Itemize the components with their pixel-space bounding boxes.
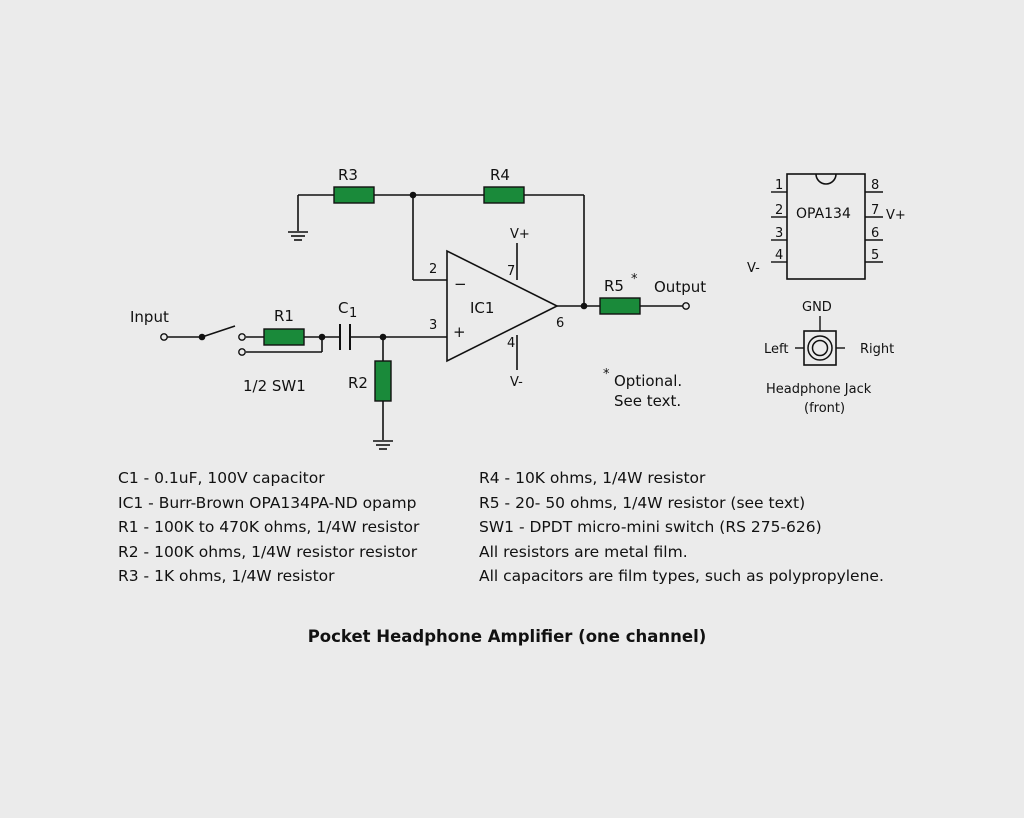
wires xyxy=(167,194,683,440)
plus-sign: + xyxy=(453,323,466,341)
pin3-label: 3 xyxy=(429,318,437,333)
r1-label: R1 xyxy=(274,307,294,325)
parts-list-right: R4 - 10K ohms, 1/4W resistor R5 - 20- 50… xyxy=(479,466,884,589)
chip-pin-5: 5 xyxy=(871,248,879,263)
jack-caption-line2: (front) xyxy=(804,401,845,416)
minus-sign: − xyxy=(454,275,467,293)
resistors xyxy=(263,186,641,402)
parts-list-item: R5 - 20- 50 ohms, 1/4W resistor (see tex… xyxy=(479,493,806,512)
parts-list-item: SW1 - DPDT micro-mini switch (RS 275-626… xyxy=(479,518,822,536)
r3-label: R3 xyxy=(338,166,358,184)
junction-dots xyxy=(198,191,588,341)
jack-right-label: Right xyxy=(860,342,894,357)
c1-label: C xyxy=(338,299,348,317)
parts-list-item: All resistors are metal film. xyxy=(479,542,688,561)
r2-label: R2 xyxy=(348,374,368,392)
parts-list-item: IC1 - Burr-Brown OPA134PA-ND opamp xyxy=(118,493,417,512)
parts-list-item: R4 - 10K ohms, 1/4W resistor xyxy=(479,469,706,487)
chip-pin-6: 6 xyxy=(871,226,879,241)
chip-name: OPA134 xyxy=(796,206,851,222)
chip-pin-2: 2 xyxy=(775,203,783,218)
c1-subscript: 1 xyxy=(349,306,357,321)
diagram-caption: Pocket Headphone Amplifier (one channel) xyxy=(307,627,707,646)
chip-vminus-label: V- xyxy=(747,261,760,276)
parts-list-item: C1 - 0.1uF, 100V capacitor xyxy=(118,469,325,487)
resistor-r3-body xyxy=(333,186,375,204)
jack-left-label: Left xyxy=(764,342,788,357)
ic1-label: IC1 xyxy=(470,299,494,317)
jack-gnd-label: GND xyxy=(802,300,832,315)
pin7-label: 7 xyxy=(507,264,515,279)
parts-list-item: R3 - 1K ohms, 1/4W resistor xyxy=(118,567,335,585)
opamp-ic1 xyxy=(446,249,559,363)
opa134-pinout: OPA134 1 2 3 4 8 7 6 5 V+ V- xyxy=(747,173,906,280)
jack-caption-line1: Headphone Jack xyxy=(766,382,872,397)
sw1-label: 1/2 SW1 xyxy=(243,377,306,395)
resistor-r5-body xyxy=(599,297,641,315)
vplus-label: V+ xyxy=(510,227,530,242)
chip-pin-3: 3 xyxy=(775,226,783,241)
parts-list-item: R2 - 100K ohms, 1/4W resistor resistor xyxy=(118,542,418,561)
headphone-jack: GND Left Right Headphone Jack (front) xyxy=(764,300,894,416)
output-label: Output xyxy=(654,278,706,296)
r5-asterisk: * xyxy=(631,272,638,287)
resistor-r1-body xyxy=(263,328,305,346)
parts-list-item: All capacitors are film types, such as p… xyxy=(479,567,884,585)
r5-label: R5 xyxy=(604,277,624,295)
chip-pin-4: 4 xyxy=(775,248,783,263)
vminus-label: V- xyxy=(510,375,523,390)
capacitor-c1 xyxy=(339,324,351,350)
r4-label: R4 xyxy=(490,166,510,184)
optional-note-line2: See text. xyxy=(614,392,681,410)
chip-pin-7: 7 xyxy=(871,203,879,218)
parts-list-item: R1 - 100K to 470K ohms, 1/4W resistor xyxy=(118,518,420,536)
chip-pin-1: 1 xyxy=(775,178,783,193)
input-label: Input xyxy=(130,308,169,326)
optional-asterisk: * xyxy=(603,367,610,382)
terminals xyxy=(160,302,690,356)
pin4-label: 4 xyxy=(507,336,515,351)
pin2-label: 2 xyxy=(429,262,437,277)
ground-symbols xyxy=(288,231,393,450)
parts-list-left: C1 - 0.1uF, 100V capacitor IC1 - Burr-Br… xyxy=(118,466,419,589)
resistor-r2-body xyxy=(374,360,392,402)
chip-vplus-label: V+ xyxy=(886,208,906,223)
resistor-r4-body xyxy=(483,186,525,204)
optional-note-line1: Optional. xyxy=(614,372,682,390)
chip-pin-8: 8 xyxy=(871,178,879,193)
pin6-label: 6 xyxy=(556,316,564,331)
